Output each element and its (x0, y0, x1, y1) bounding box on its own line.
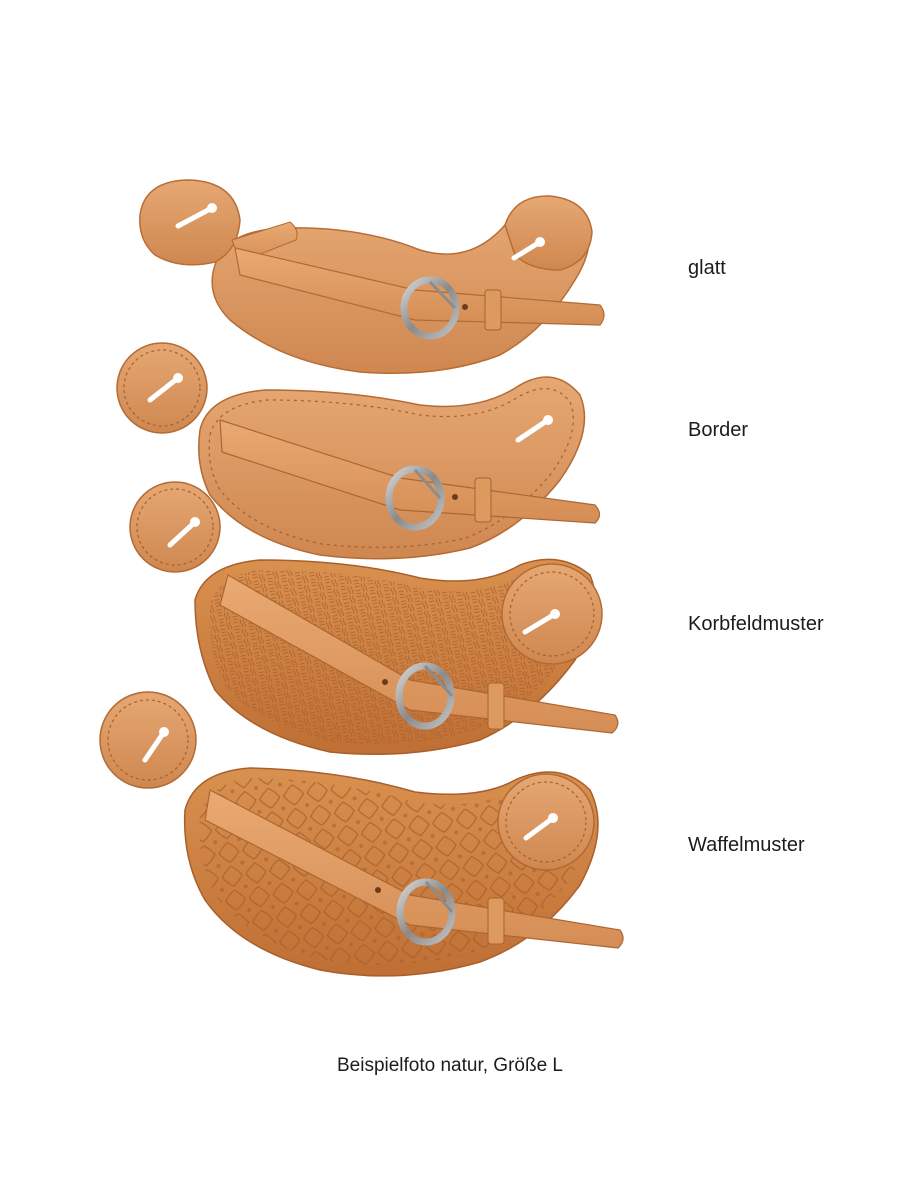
variant-label-korbfeldmuster: Korbfeldmuster (688, 613, 824, 635)
variant-label-glatt: glatt (688, 257, 726, 279)
variant-label-waffelmuster: Waffelmuster (688, 834, 805, 856)
spur-strap-korbfeldmuster (129, 481, 619, 756)
spur-strap-border (116, 342, 601, 560)
spur-strap-waffelmuster (99, 691, 624, 977)
variant-label-border: Border (688, 419, 749, 441)
spur-strap-glatt (139, 179, 605, 374)
photo-caption: Beispielfoto natur, Größe L (336, 1055, 563, 1076)
